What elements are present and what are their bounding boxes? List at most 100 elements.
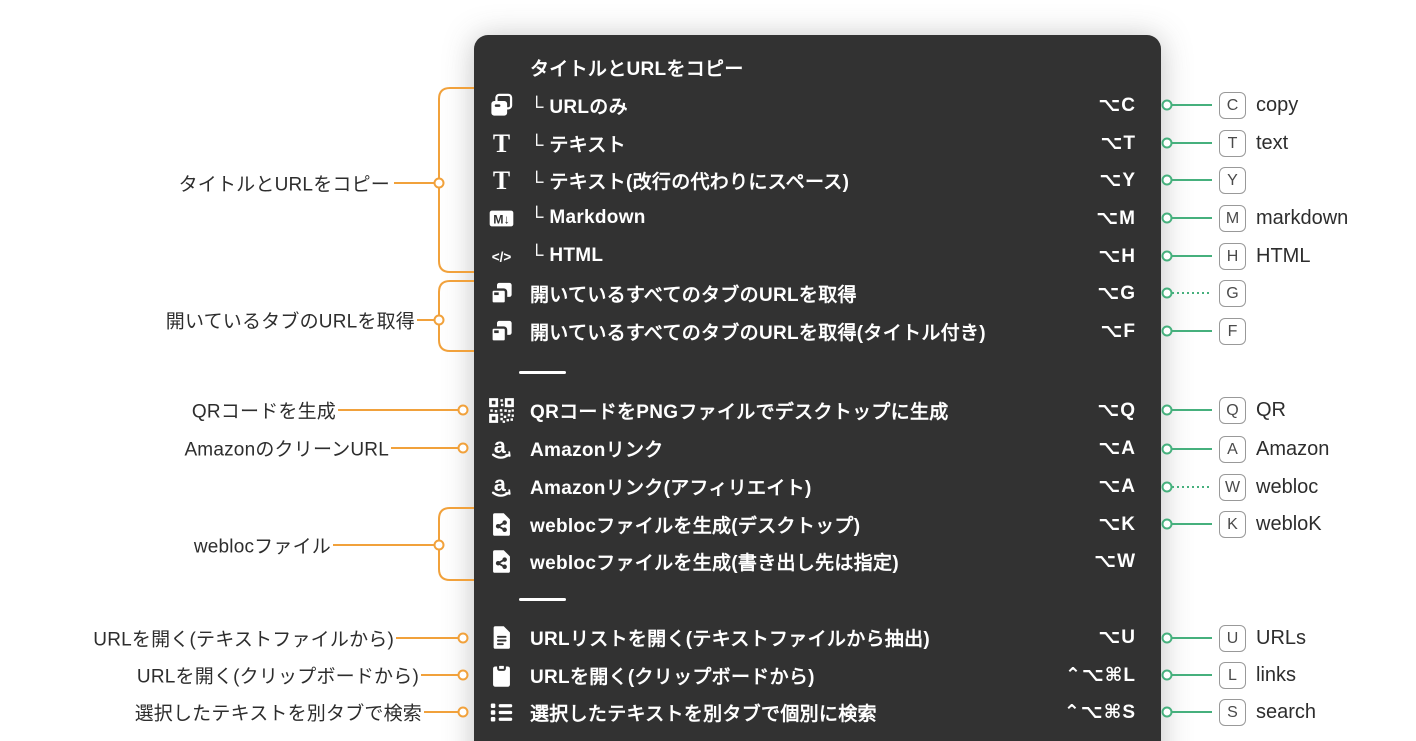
menu-header-label: タイトルとURLをコピー xyxy=(530,58,744,80)
left-annotation-generate-qr: QRコードを生成 xyxy=(191,401,336,423)
keycap-c: C xyxy=(1219,92,1246,119)
keycap-y: Y xyxy=(1219,167,1246,194)
menu-item-shortcut: ⌥K xyxy=(1098,513,1136,535)
menu-item-shortcut: ⌥Y xyxy=(1099,169,1136,191)
menu-item-shortcut: ⌥Q xyxy=(1097,399,1136,421)
left-annotation-get-open-tab-urls: 開いているタブのURLを取得 xyxy=(165,311,415,333)
keycap-m: M xyxy=(1219,205,1246,232)
menu-item-label: 選択したテキストを別タブで個別に検索 xyxy=(530,703,877,725)
menu-item-shortcut: ⌥F xyxy=(1100,320,1136,342)
copy-window-icon xyxy=(481,92,521,119)
right-annotation-g: G xyxy=(1219,280,1256,307)
svg-text:</>: </> xyxy=(491,249,511,264)
menu-item-copy-text[interactable]: T └ テキスト ⌥T xyxy=(474,124,1161,162)
right-annotation-y: Y xyxy=(1219,167,1256,194)
keycap-f: F xyxy=(1219,318,1246,345)
right-annotation-copy: C copy xyxy=(1219,92,1298,119)
menu-item-label: weblocファイルを生成(書き出し先は指定) xyxy=(530,552,899,574)
menu-item-amazon-link[interactable]: a Amazonリンク ⌥A xyxy=(474,429,1161,467)
menu-item-open-url-list[interactable]: URLリストを開く(テキストファイルから抽出) ⌥U xyxy=(474,618,1161,656)
menu-item-get-all-tab-urls-titled[interactable]: 開いているすべてのタブのURLを取得(タイトル付き) ⌥F xyxy=(474,312,1161,350)
svg-text:M↓: M↓ xyxy=(493,212,509,226)
keycap-u: U xyxy=(1219,625,1246,652)
bracket-webloc-group xyxy=(438,507,474,581)
menu-item-shortcut: ⌥W xyxy=(1094,550,1136,572)
menu-item-amazon-link-affiliate[interactable]: a Amazonリンク(アフィリエイト) ⌥A xyxy=(474,467,1161,505)
menu-item-shortcut: ⌥T xyxy=(1100,132,1136,154)
menu-section-header: タイトルとURLをコピー xyxy=(474,48,1161,86)
menu-item-shortcut: ⌥G xyxy=(1097,282,1136,304)
left-annotation-copy-title-url: タイトルとURLをコピー xyxy=(178,174,390,196)
menu-item-label: └ URLのみ xyxy=(530,96,628,118)
menu-item-copy-html[interactable]: </> └ HTML ⌥H xyxy=(474,237,1161,275)
menu-item-search-selected-text[interactable]: 選択したテキストを別タブで個別に検索 ⌃⌥⌘S xyxy=(474,693,1161,731)
right-annotation-weblok: K webloK xyxy=(1219,511,1322,538)
menu-item-label: Amazonリンク xyxy=(530,439,664,461)
bracket-tabs-group xyxy=(438,280,474,352)
menu-item-webloc-choose-destination[interactable]: weblocファイルを生成(書き出し先は指定) ⌥W xyxy=(474,542,1161,580)
right-annotation-html: H HTML xyxy=(1219,243,1310,270)
left-annotation-webloc-file: weblocファイル xyxy=(193,536,331,558)
green-connector-dots xyxy=(1161,99,1173,718)
clipboard-icon xyxy=(481,662,521,689)
keycap-k: K xyxy=(1219,511,1246,538)
keycap-w: W xyxy=(1219,474,1246,501)
orange-connector-dots xyxy=(433,177,469,718)
menu-item-generate-qr[interactable]: QRコードをPNGファイルでデスクトップに生成 ⌥Q xyxy=(474,391,1161,429)
right-annotation-amazon: A Amazon xyxy=(1219,436,1329,463)
keycap-a: A xyxy=(1219,436,1246,463)
menu-item-shortcut: ⌥U xyxy=(1098,626,1136,648)
menu-item-copy-text-spaces[interactable]: T └ テキスト(改行の代わりにスペース) ⌥Y xyxy=(474,161,1161,199)
menu-item-open-url-clipboard[interactable]: URLを開く(クリップボードから) ⌃⌥⌘L xyxy=(474,656,1161,694)
right-annotation-webloc: W webloc xyxy=(1219,474,1318,501)
menu-item-get-all-tab-urls[interactable]: 開いているすべてのタブのURLを取得 ⌥G xyxy=(474,274,1161,312)
svg-text:a: a xyxy=(493,435,506,458)
context-menu-panel: タイトルとURLをコピー └ URLのみ ⌥C T └ テキスト ⌥T T └ … xyxy=(474,35,1161,741)
left-annotation-open-url-from-text-file: URLを開く(テキストファイルから) xyxy=(93,629,394,651)
right-annotation-f: F xyxy=(1219,318,1256,345)
keycap-q: Q xyxy=(1219,397,1246,424)
menu-item-label: QRコードをPNGファイルでデスクトップに生成 xyxy=(530,401,949,423)
amazon-icon: a xyxy=(481,435,521,462)
markdown-icon: M↓ xyxy=(481,205,521,232)
menu-item-shortcut: ⌥M xyxy=(1096,207,1136,229)
tabs-icon xyxy=(481,280,521,307)
keycap-s: S xyxy=(1219,699,1246,726)
menu-item-label: Amazonリンク(アフィリエイト) xyxy=(530,477,812,499)
keycap-t: T xyxy=(1219,130,1246,157)
menu-item-shortcut: ⌃⌥⌘L xyxy=(1064,664,1136,686)
menu-item-shortcut: ⌃⌥⌘S xyxy=(1063,701,1136,723)
amazon-icon: a xyxy=(481,473,521,500)
menu-item-label: URLリストを開く(テキストファイルから抽出) xyxy=(530,628,931,650)
webloc-icon xyxy=(481,511,521,538)
left-annotation-open-url-from-clipboard: URLを開く(クリップボードから) xyxy=(136,666,419,688)
doc-lines-icon xyxy=(481,624,521,651)
menu-item-label: └ HTML xyxy=(530,245,604,266)
menu-item-label: └ テキスト(改行の代わりにスペース) xyxy=(530,171,850,193)
menu-item-label: weblocファイルを生成(デスクトップ) xyxy=(530,515,861,537)
menu-item-shortcut: ⌥A xyxy=(1098,475,1136,497)
menu-item-shortcut: ⌥C xyxy=(1098,94,1136,116)
menu-item-label: └ テキスト xyxy=(530,134,626,156)
right-annotation-links: L links xyxy=(1219,662,1296,689)
svg-text:a: a xyxy=(493,473,506,496)
keycap-h: H xyxy=(1219,243,1246,270)
code-icon: </> xyxy=(481,243,521,270)
menu-item-copy-url-only[interactable]: └ URLのみ ⌥C xyxy=(474,86,1161,124)
menu-item-label: 開いているすべてのタブのURLを取得 xyxy=(530,284,857,306)
keycap-l: L xyxy=(1219,662,1246,689)
text-icon: T xyxy=(481,130,521,157)
menu-item-label: └ Markdown xyxy=(530,207,646,228)
menu-item-shortcut: ⌥A xyxy=(1098,437,1136,459)
menu-divider xyxy=(474,354,1161,392)
menu-item-label: 開いているすべてのタブのURLを取得(タイトル付き) xyxy=(530,322,986,344)
green-connectors xyxy=(1161,99,1212,718)
right-annotation-qr: Q QR xyxy=(1219,397,1286,424)
keycap-g: G xyxy=(1219,280,1246,307)
bracket-copy-group xyxy=(438,87,474,273)
menu-item-copy-markdown[interactable]: M↓ └ Markdown ⌥M xyxy=(474,199,1161,237)
text-icon: T xyxy=(481,167,521,194)
menu-item-webloc-desktop[interactable]: weblocファイルを生成(デスクトップ) ⌥K xyxy=(474,505,1161,543)
qr-icon xyxy=(481,397,521,424)
